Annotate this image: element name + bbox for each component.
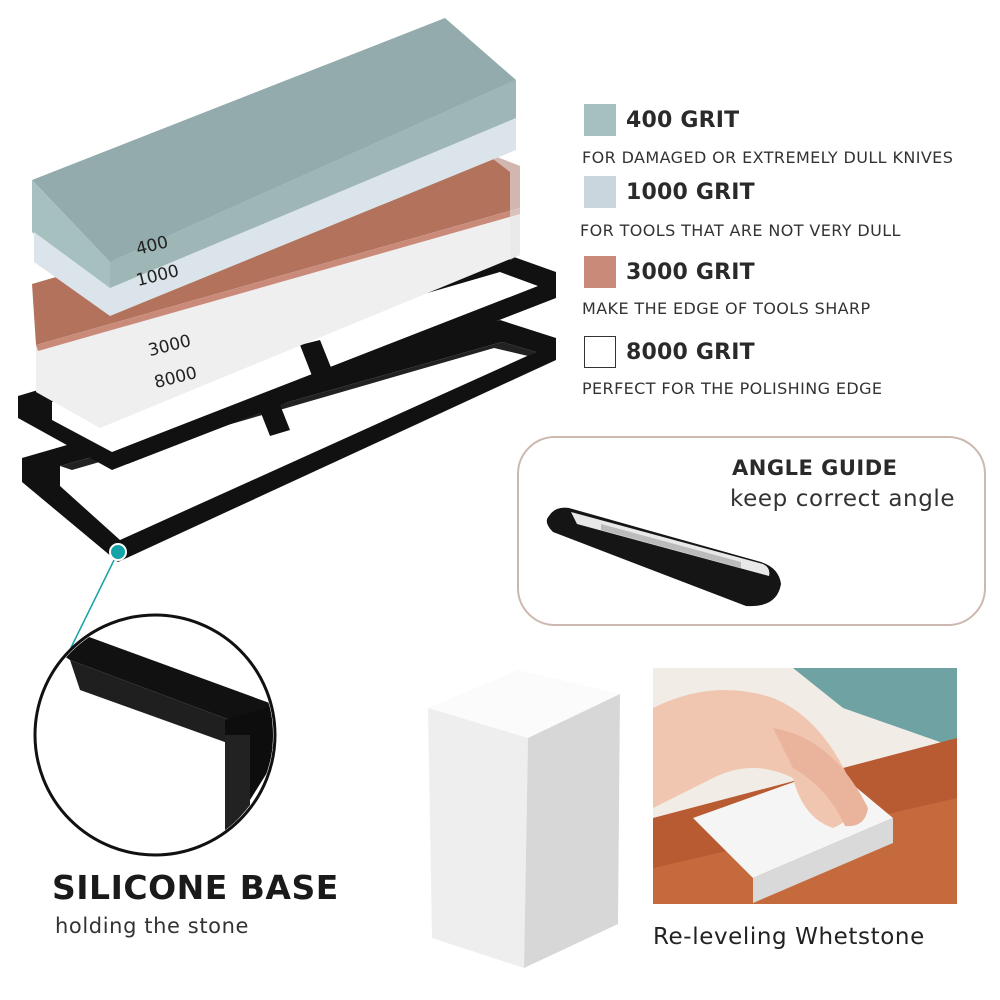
grit-title-3000: 3000 GRIT xyxy=(626,260,755,285)
grit-swatch-8000 xyxy=(584,336,616,368)
grit-swatch-400 xyxy=(584,104,616,136)
grit-desc-1000: FOR TOOLS THAT ARE NOT VERY DULL xyxy=(580,221,901,240)
releveling-caption: Re-leveling Whetstone xyxy=(653,924,925,950)
grit-swatch-1000 xyxy=(584,176,616,208)
grit-desc-400: FOR DAMAGED OR EXTREMELY DULL KNIVES xyxy=(582,148,954,167)
leveling-block-image xyxy=(428,670,620,968)
grit-swatch-3000 xyxy=(584,256,616,288)
grit-desc-3000: MAKE THE EDGE OF TOOLS SHARP xyxy=(582,299,871,318)
grit-title-1000: 1000 GRIT xyxy=(626,180,755,205)
grit-title-400: 400 GRIT xyxy=(626,108,740,133)
silicone-base-frame xyxy=(18,252,556,562)
silicone-base-title: SILICONE BASE xyxy=(52,868,339,907)
silicone-base-subtitle: holding the stone xyxy=(55,914,250,938)
stone-400-1000 xyxy=(32,18,516,316)
angle-guide-subtitle: keep correct angle xyxy=(730,486,956,512)
angle-guide-icon xyxy=(546,507,781,607)
angle-guide-title: ANGLE GUIDE xyxy=(732,456,898,480)
grit-title-8000: 8000 GRIT xyxy=(626,340,755,365)
grit-desc-8000: PERFECT FOR THE POLISHING EDGE xyxy=(582,379,883,398)
base-corner-magnifier xyxy=(33,613,277,857)
angle-guide-card: ANGLE GUIDE keep correct angle xyxy=(517,436,986,626)
releveling-photo xyxy=(653,668,957,904)
